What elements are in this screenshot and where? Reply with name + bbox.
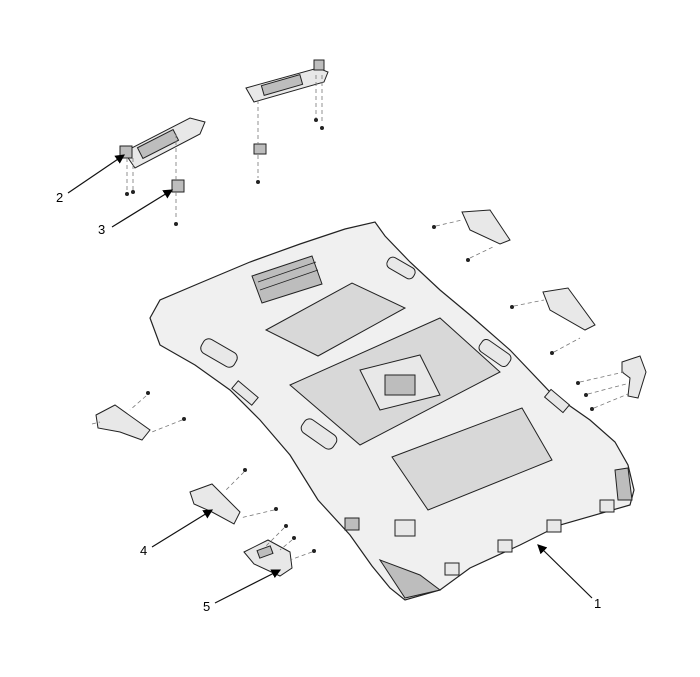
- sun-visor-right: [245, 59, 329, 184]
- callout-leader-5: [214, 569, 282, 604]
- headliner-panel: [149, 221, 635, 601]
- bracket-right-upper: [432, 209, 511, 262]
- bracket-left-rear: [189, 468, 278, 525]
- callout-label-2: 2: [56, 190, 63, 205]
- callout-label-5: 5: [203, 599, 210, 614]
- overhead-console: [359, 354, 441, 411]
- bracket-left-middle: [91, 391, 186, 441]
- callout-label-3: 3: [98, 222, 105, 237]
- callout-leader-3: [111, 189, 174, 228]
- callout-leader-2: [67, 154, 125, 194]
- bracket-right-rear: [576, 355, 647, 411]
- callout-leader-1: [537, 544, 593, 599]
- callout-leader-4: [151, 509, 214, 548]
- visor-holder-left: [171, 134, 185, 226]
- callout-label-4: 4: [140, 543, 147, 558]
- callout-label-1: 1: [594, 596, 601, 611]
- sun-visor-left: [119, 117, 206, 196]
- assist-handle-bracket: [243, 524, 316, 577]
- map-lamp: [251, 255, 323, 304]
- bracket-right-middle: [510, 287, 596, 355]
